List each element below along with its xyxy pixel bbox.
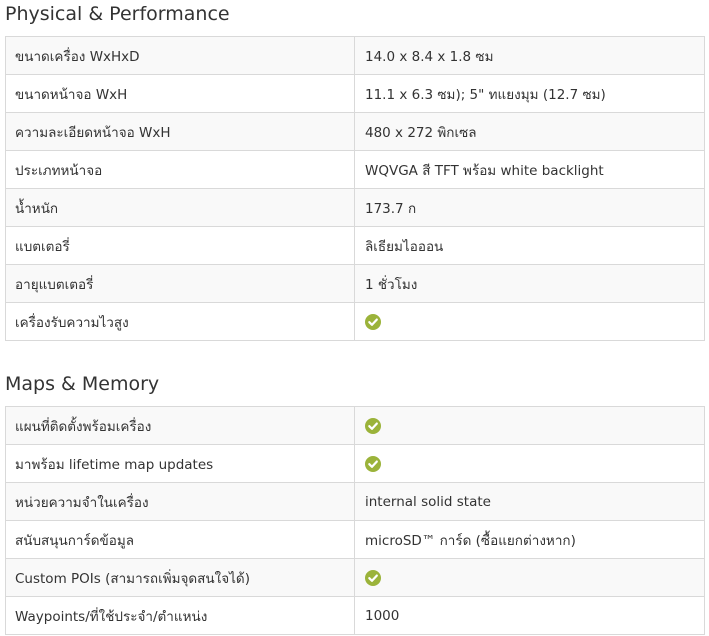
check-circle-icon	[365, 417, 381, 434]
spec-value: 14.0 x 8.4 x 1.8 ซม	[354, 36, 705, 75]
spec-value: 173.7 ก	[354, 188, 705, 227]
spec-row: แบตเตอรี่ลิเธียมไอออน	[5, 226, 705, 265]
spec-value-check	[354, 302, 705, 341]
spec-row: แผนที่ติดตั้งพร้อมเครื่อง	[5, 406, 705, 445]
check-circle-icon	[365, 455, 381, 472]
spec-label: ขนาดหน้าจอ WxH	[5, 74, 355, 113]
spec-label: ประเภทหน้าจอ	[5, 150, 355, 189]
spec-label: แผนที่ติดตั้งพร้อมเครื่อง	[5, 406, 355, 445]
spec-label: อายุแบตเตอรี่	[5, 264, 355, 303]
spec-value: internal solid state	[354, 482, 705, 521]
spec-row: Custom POIs (สามารถเพิ่มจุดสนใจได้)	[5, 558, 705, 597]
spec-value: 480 x 272 พิกเซล	[354, 112, 705, 151]
spec-row: มาพร้อม lifetime map updates	[5, 444, 705, 483]
spec-label: ความละเอียดหน้าจอ WxH	[5, 112, 355, 151]
spec-label: มาพร้อม lifetime map updates	[5, 444, 355, 483]
spec-label: น้ำหนัก	[5, 188, 355, 227]
spec-value-check	[354, 444, 705, 483]
spec-label: สนับสนุนการ์ดข้อมูล	[5, 520, 355, 559]
spec-value: WQVGA สี TFT พร้อม white backlight	[354, 150, 705, 189]
spec-value-check	[354, 558, 705, 597]
spec-label: หน่วยความจำในเครื่อง	[5, 482, 355, 521]
spec-table-maps-memory: แผนที่ติดตั้งพร้อมเครื่องมาพร้อม lifetim…	[5, 406, 705, 635]
spec-label: แบตเตอรี่	[5, 226, 355, 265]
section-title-maps-memory: Maps & Memory	[5, 373, 160, 395]
spec-label: Custom POIs (สามารถเพิ่มจุดสนใจได้)	[5, 558, 355, 597]
spec-label: เครื่องรับความไวสูง	[5, 302, 355, 341]
spec-value-check	[354, 406, 705, 445]
spec-row: เครื่องรับความไวสูง	[5, 302, 705, 341]
spec-label: Waypoints/ที่ใช้ประจำ/ตำแหน่ง	[5, 596, 355, 635]
spec-value: ลิเธียมไอออน	[354, 226, 705, 265]
check-circle-icon	[365, 569, 381, 586]
spec-value: 1000	[354, 596, 705, 635]
spec-value: microSD™ การ์ด (ซื้อแยกต่างหาก)	[354, 520, 705, 559]
section-title-physical-performance: Physical & Performance	[5, 3, 230, 25]
spec-label: ขนาดเครื่อง WxHxD	[5, 36, 355, 75]
check-circle-icon	[365, 313, 381, 330]
spec-value: 11.1 x 6.3 ซม); 5" ทแยงมุม (12.7 ซม)	[354, 74, 705, 113]
spec-value: 1 ชั่วโมง	[354, 264, 705, 303]
spec-row: อายุแบตเตอรี่1 ชั่วโมง	[5, 264, 705, 303]
